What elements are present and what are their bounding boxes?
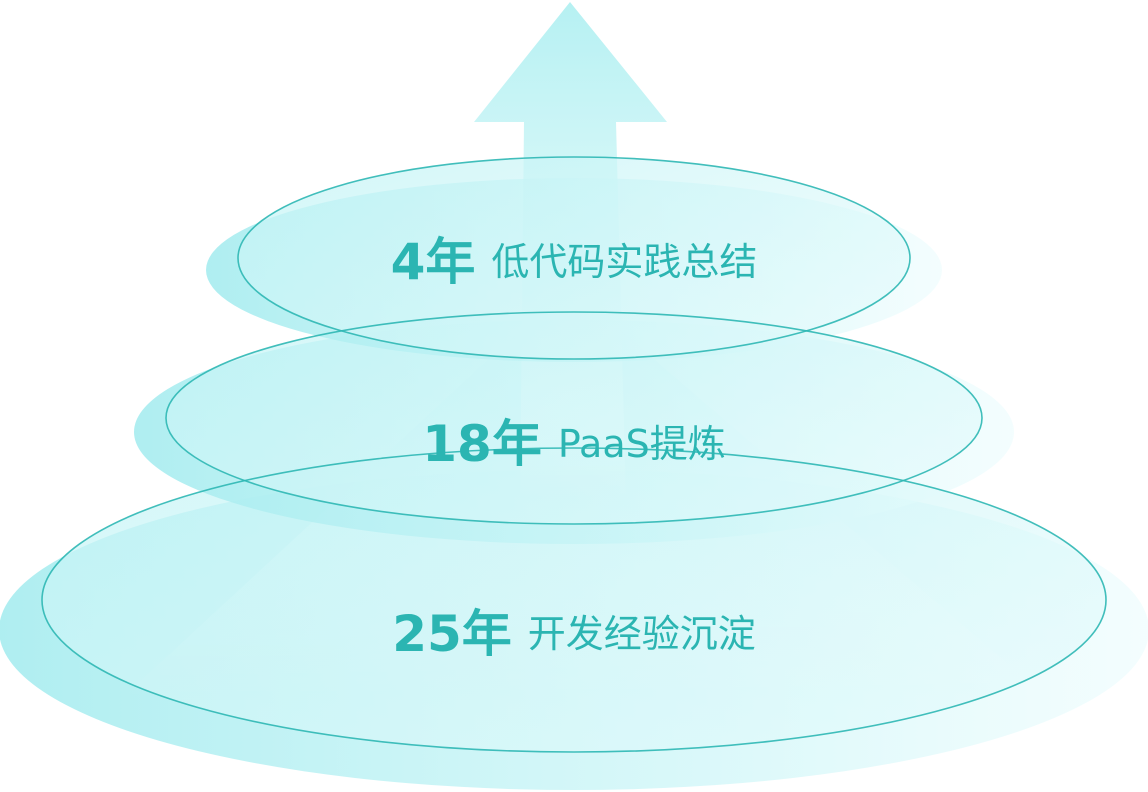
top-tier-ring — [237, 156, 911, 360]
top-tier-disc — [238, 157, 910, 359]
tier-years: 18年 — [422, 415, 542, 473]
tier-description: 低代码实践总结 — [491, 239, 758, 284]
tier-description: 开发经验沉淀 — [527, 611, 756, 656]
middle-tier-ring — [165, 311, 983, 525]
tier-years: 25年 — [392, 605, 512, 663]
tier-years: 4年 — [390, 233, 476, 291]
tier-label-bottom: 25年开发经验沉淀 — [0, 594, 1148, 666]
tier-description: PaaS提炼 — [557, 421, 726, 466]
bottom-tier-ring — [41, 447, 1107, 753]
tier-label-middle: 18年 PaaS提炼 — [0, 404, 1148, 476]
tier-label-top: 4年低代码实践总结 — [0, 222, 1148, 294]
